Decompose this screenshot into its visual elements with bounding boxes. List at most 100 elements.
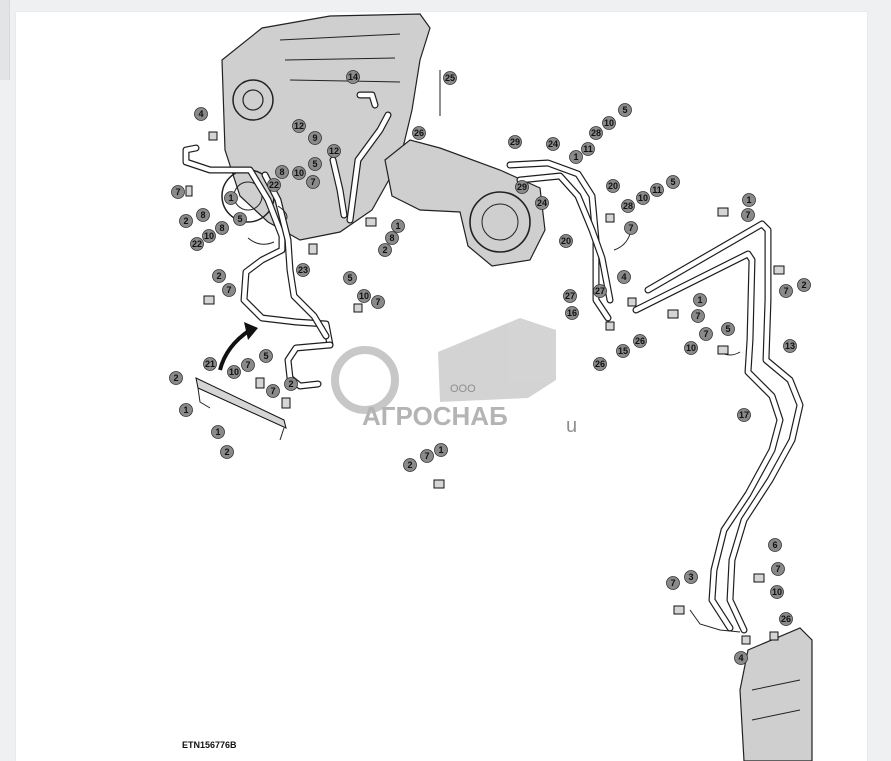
callout-label: 2 <box>288 379 293 389</box>
callout-label: 22 <box>192 239 202 249</box>
callout-8: 8 <box>215 221 229 235</box>
callout-marker <box>179 403 193 417</box>
callout-26: 26 <box>412 126 426 140</box>
callout-26: 26 <box>633 334 647 348</box>
callout-29: 29 <box>508 135 522 149</box>
callout-label: 5 <box>622 105 627 115</box>
mounting-bracket <box>195 377 287 441</box>
callout-marker <box>327 144 341 158</box>
callout-label: 4 <box>621 272 626 282</box>
callout-marker <box>371 295 385 309</box>
callout-marker <box>593 357 607 371</box>
callout-marker <box>190 237 204 251</box>
callout-5: 5 <box>721 322 735 336</box>
callout-label: 7 <box>424 451 429 461</box>
callout-label: 26 <box>595 359 605 369</box>
callout-marker <box>666 175 680 189</box>
callout-marker <box>171 185 185 199</box>
callout-label: 24 <box>548 139 558 149</box>
callout-marker <box>292 166 306 180</box>
callout-label: 5 <box>725 324 730 334</box>
callout-label: 7 <box>670 578 675 588</box>
callout-7: 7 <box>266 384 280 398</box>
callout-marker <box>306 175 320 189</box>
callout-marker <box>684 341 698 355</box>
callout-marker <box>618 103 632 117</box>
callout-marker <box>196 208 210 222</box>
callout-marker <box>666 576 680 590</box>
callout-10: 10 <box>770 585 784 599</box>
callout-label: 8 <box>200 210 205 220</box>
callout-label: 17 <box>739 410 749 420</box>
callout-label: 1 <box>215 427 220 437</box>
callout-marker <box>602 116 616 130</box>
callout-label: 7 <box>783 286 788 296</box>
callout-marker <box>308 131 322 145</box>
callout-7: 7 <box>420 449 434 463</box>
callout-marker <box>179 214 193 228</box>
callout-9: 9 <box>308 131 322 145</box>
callout-label: 7 <box>310 177 315 187</box>
callout-label: 1 <box>395 221 400 231</box>
callout-16: 16 <box>565 306 579 320</box>
callout-marker <box>222 283 236 297</box>
callout-marker <box>267 178 281 192</box>
callout-7: 7 <box>691 309 705 323</box>
callout-marker <box>434 443 448 457</box>
callout-marker <box>515 180 529 194</box>
callout-label: 2 <box>183 216 188 226</box>
callout-label: 2 <box>224 447 229 457</box>
callout-marker <box>227 365 241 379</box>
callout-7: 7 <box>306 175 320 189</box>
callout-marker <box>357 289 371 303</box>
callout-2: 2 <box>403 458 417 472</box>
callout-13: 13 <box>783 339 797 353</box>
callout-10: 10 <box>636 191 650 205</box>
callout-label: 2 <box>407 460 412 470</box>
callout-marker <box>203 357 217 371</box>
callout-marker <box>581 142 595 156</box>
callout-7: 7 <box>241 358 255 372</box>
callout-23: 23 <box>296 263 310 277</box>
callout-label: 4 <box>198 109 203 119</box>
callout-marker <box>169 371 183 385</box>
callout-marker <box>443 71 457 85</box>
callout-10: 10 <box>684 341 698 355</box>
callout-marker <box>684 570 698 584</box>
callout-marker <box>508 135 522 149</box>
callout-marker <box>212 269 226 283</box>
callout-marker <box>546 137 560 151</box>
callout-label: 10 <box>359 291 369 301</box>
callout-label: 7 <box>226 285 231 295</box>
callout-marker <box>563 289 577 303</box>
callout-28: 28 <box>621 199 635 213</box>
callout-7: 7 <box>171 185 185 199</box>
callout-label: 7 <box>175 187 180 197</box>
callout-label: 11 <box>652 185 662 195</box>
callout-marker <box>284 377 298 391</box>
callout-7: 7 <box>741 208 755 222</box>
callout-12: 12 <box>292 119 306 133</box>
callout-label: 10 <box>686 343 696 353</box>
callout-label: 7 <box>775 564 780 574</box>
callout-label: 10 <box>638 193 648 203</box>
callout-26: 26 <box>779 612 793 626</box>
callout-1: 1 <box>569 150 583 164</box>
callout-10: 10 <box>602 116 616 130</box>
callout-label: 1 <box>183 405 188 415</box>
callout-label: 10 <box>294 168 304 178</box>
callout-label: 20 <box>608 181 618 191</box>
callout-label: 24 <box>537 198 547 208</box>
callout-8: 8 <box>275 165 289 179</box>
callout-marker <box>391 219 405 233</box>
callout-label: 29 <box>517 182 527 192</box>
callout-marker <box>633 334 647 348</box>
callout-label: 29 <box>510 137 520 147</box>
callout-marker <box>783 339 797 353</box>
callout-label: 27 <box>565 291 575 301</box>
callout-marker <box>734 651 748 665</box>
callout-5: 5 <box>233 212 247 226</box>
callout-marker <box>768 538 782 552</box>
callout-5: 5 <box>666 175 680 189</box>
